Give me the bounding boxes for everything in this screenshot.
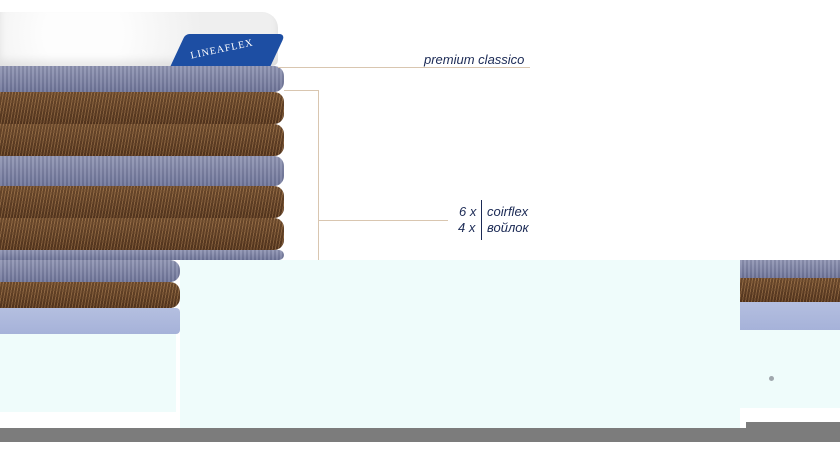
coir-layer: [0, 124, 284, 156]
coir-layer: [740, 278, 840, 302]
felt-layer: [740, 260, 840, 278]
dot-marker: [769, 376, 774, 381]
stack-leader-vertical: [318, 90, 319, 260]
felt-layer: [0, 250, 284, 260]
felt-layer: [0, 156, 284, 186]
bottom-gray-band: [746, 422, 840, 442]
base-layer: [0, 308, 180, 334]
label-separator: [481, 200, 482, 240]
coir-layer: [0, 92, 284, 124]
coir-count: 6 x: [459, 204, 477, 219]
bottom-gray-band: [0, 428, 746, 442]
overlay-panel: [0, 334, 176, 412]
overlay-panel: [740, 330, 840, 408]
felt-layer: [0, 66, 284, 92]
coir-layer: [0, 218, 284, 250]
felt-name: войлок: [487, 220, 529, 235]
coir-layer: [0, 282, 180, 308]
felt-layer: [0, 260, 180, 282]
overlay-panel-center: [180, 260, 740, 428]
base-layer: [740, 302, 840, 330]
stack-leader-top: [284, 90, 318, 91]
felt-count: 4 x: [458, 220, 476, 235]
coir-name: coirflex: [487, 204, 529, 219]
stack-leader-horizontal: [318, 220, 448, 221]
cover-label: premium classico: [424, 52, 525, 67]
coir-layer: [0, 186, 284, 218]
cover-leader-line: [278, 67, 530, 68]
